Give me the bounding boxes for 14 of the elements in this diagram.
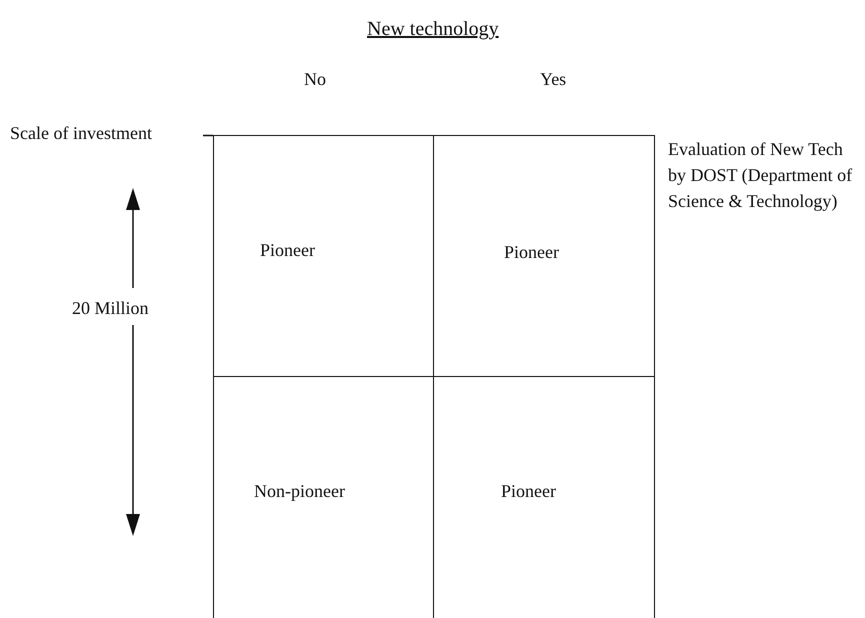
cell-label: Non-pioneer	[254, 480, 345, 502]
title: New technology	[367, 18, 499, 40]
cell-label: Pioneer	[504, 241, 559, 263]
note-text: Evaluation of New Tech by DOST (Department of Science & Technology)	[668, 138, 854, 213]
column-header: No	[304, 68, 326, 90]
matrix-cell	[433, 135, 654, 376]
threshold-label: 20 Million	[72, 297, 149, 319]
matrix-cell	[213, 135, 433, 376]
matrix-cell	[433, 376, 654, 618]
axis-label: Scale of investment	[10, 122, 152, 144]
cell-label: Pioneer	[501, 480, 556, 502]
matrix-cell	[213, 376, 433, 618]
cell-label: Pioneer	[260, 239, 315, 261]
column-header: Yes	[540, 68, 566, 90]
